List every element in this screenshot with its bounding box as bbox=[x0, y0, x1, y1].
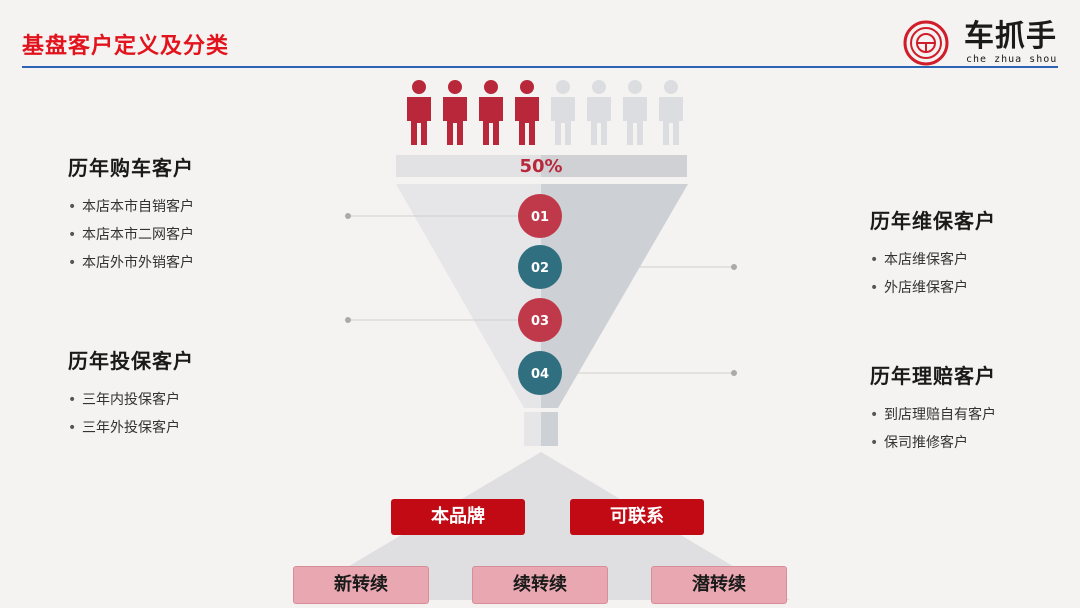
group-purchase-title: 历年购车客户 bbox=[68, 156, 194, 180]
funnel-right bbox=[541, 184, 688, 408]
funnel-neck-right bbox=[541, 412, 558, 446]
group-purchase-item: 本店外市外销客户 bbox=[68, 249, 194, 277]
step-03: 03 bbox=[518, 298, 562, 342]
step-01: 01 bbox=[518, 194, 562, 238]
people-row bbox=[407, 80, 683, 145]
brand-logo: 车抓手 che zhua shou bbox=[902, 18, 1062, 68]
person-icon bbox=[515, 80, 539, 145]
contactable-button[interactable]: 可联系 bbox=[570, 499, 704, 535]
step-02-label: 02 bbox=[531, 261, 549, 276]
group-claims-item: 到店理赔自有客户 bbox=[870, 401, 996, 429]
renewal-to-renewal-button[interactable]: 续转续 bbox=[472, 566, 608, 604]
group-purchase-item: 本店本市自销客户 bbox=[68, 193, 194, 221]
person-icon bbox=[587, 80, 611, 145]
group-insure-item: 三年外投保客户 bbox=[68, 414, 194, 442]
group-claims-item: 保司推修客户 bbox=[870, 429, 996, 457]
logo-name: 车抓手 bbox=[964, 19, 1057, 54]
funnel-neck-left bbox=[524, 412, 541, 446]
potential-to-renewal-button[interactable]: 潜转续 bbox=[651, 566, 787, 604]
connector-dots bbox=[345, 213, 737, 376]
own-brand-button[interactable]: 本品牌 bbox=[391, 499, 525, 535]
steering-wheel-icon bbox=[903, 20, 949, 66]
connector-lines bbox=[348, 215, 734, 374]
person-icon bbox=[479, 80, 503, 145]
step-04: 04 bbox=[518, 351, 562, 395]
group-maintain-title: 历年维保客户 bbox=[870, 209, 996, 233]
group-insure-title: 历年投保客户 bbox=[68, 349, 194, 373]
funnel-left bbox=[396, 184, 541, 408]
step-04-label: 04 bbox=[531, 367, 549, 382]
step-01-label: 01 bbox=[531, 210, 549, 225]
group-maintain-item: 外店维保客户 bbox=[870, 274, 996, 302]
percent-bar-left bbox=[396, 155, 541, 177]
group-maintain-item: 本店维保客户 bbox=[870, 246, 996, 274]
group-claims: 历年理赔客户 到店理赔自有客户 保司推修客户 bbox=[870, 360, 996, 457]
group-insure-item: 三年内投保客户 bbox=[68, 386, 194, 414]
percent-label: 50% bbox=[519, 156, 562, 177]
step-03-label: 03 bbox=[531, 314, 549, 329]
logo-subtitle: che zhua shou bbox=[966, 54, 1058, 65]
new-to-renewal-button[interactable]: 新转续 bbox=[293, 566, 429, 604]
group-claims-title: 历年理赔客户 bbox=[870, 364, 996, 388]
person-icon bbox=[407, 80, 431, 145]
group-purchase-item: 本店本市二网客户 bbox=[68, 221, 194, 249]
person-icon bbox=[623, 80, 647, 145]
group-purchase: 历年购车客户 本店本市自销客户 本店本市二网客户 本店外市外销客户 bbox=[68, 152, 194, 277]
group-maintain: 历年维保客户 本店维保客户 外店维保客户 bbox=[870, 205, 996, 302]
person-icon bbox=[659, 80, 683, 145]
funnel-base bbox=[292, 452, 790, 600]
group-insure: 历年投保客户 三年内投保客户 三年外投保客户 bbox=[68, 345, 194, 442]
page-title: 基盘客户定义及分类 bbox=[22, 34, 230, 59]
percent-bar-right bbox=[541, 155, 687, 177]
person-icon bbox=[443, 80, 467, 145]
person-icon bbox=[551, 80, 575, 145]
step-02: 02 bbox=[518, 245, 562, 289]
title-divider bbox=[22, 66, 1058, 68]
